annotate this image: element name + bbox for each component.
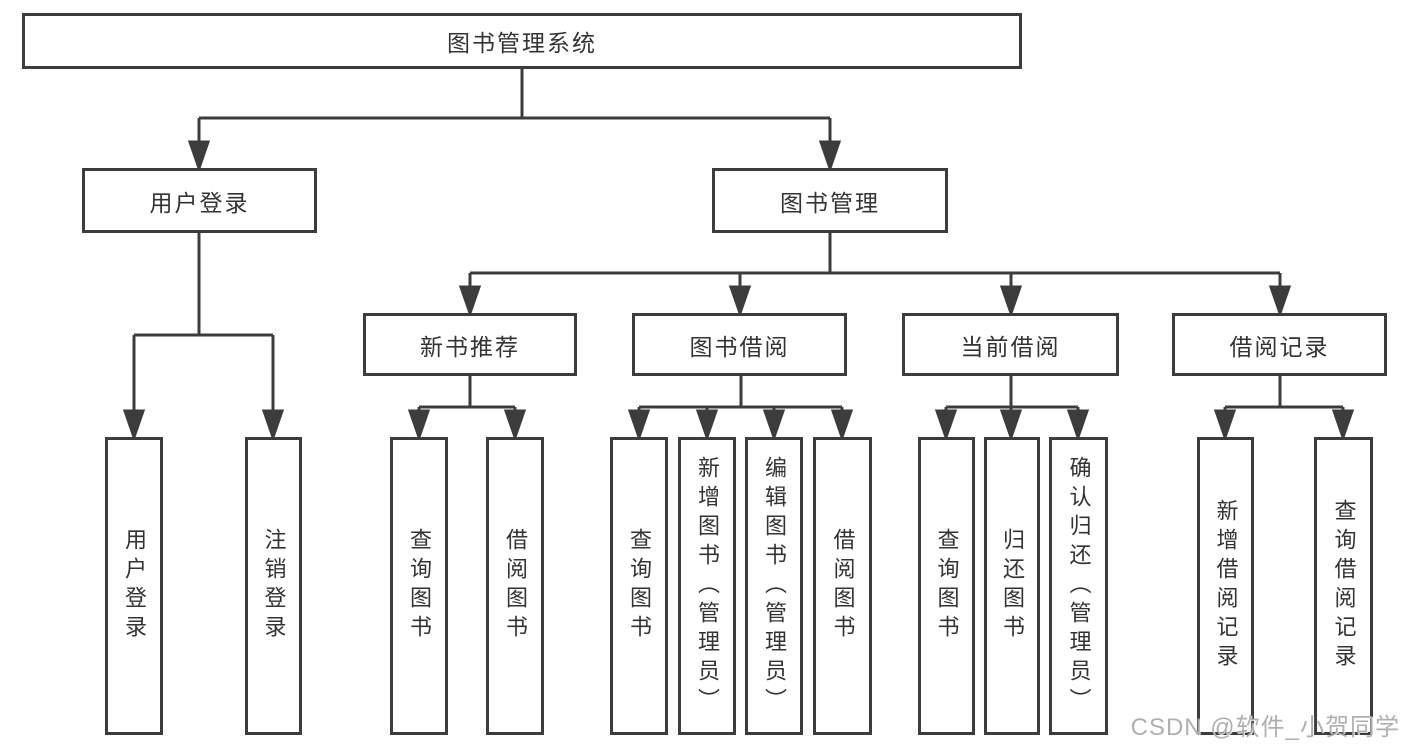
leaf-query-borrow-record-label: 查询借阅记录 [1331,499,1357,673]
leaf-borrowing-query-books: 查询图书 [610,437,668,735]
leaf-add-books-admin: 新增图书（管理员） [678,437,736,735]
arrow-down-icon [999,409,1023,442]
node-user-login-branch: 用户登录 [82,168,317,233]
leaf-recommend-borrow-books-label: 借阅图书 [503,528,528,644]
node-current-borrowing-label: 当前借阅 [960,333,1061,360]
arrow-down-icon [627,409,651,442]
leaf-borrowing-borrow-books: 借阅图书 [813,437,872,735]
arrow-down-icon [122,409,146,442]
leaf-recommend-borrow-books: 借阅图书 [486,437,544,735]
node-root: 图书管理系统 [22,13,1022,69]
leaf-return-books-label: 归还图书 [1000,528,1025,644]
leaf-edit-books-admin-label: 编辑图书（管理员） [762,455,787,717]
arrow-down-icon [728,285,752,318]
arrow-down-icon [1268,285,1292,318]
connector-book-borrowing-to-leaves [627,376,854,442]
leaf-user-login: 用户登录 [105,437,163,735]
leaf-confirm-return-admin-label: 确认归还（管理员） [1066,455,1092,717]
connector-current-borrowing-to-leaves [934,376,1090,442]
connector-book-management-to-sections [458,233,1292,318]
node-borrowing-records-label: 借阅记录 [1229,333,1330,360]
connector-user-login-to-leaves [122,233,285,442]
leaf-edit-books-admin: 编辑图书（管理员） [745,437,803,735]
leaf-current-query-books: 查询图书 [918,437,975,735]
node-root-label: 图书管理系统 [447,30,597,56]
connector-new-book-recommend-to-leaves [407,376,527,442]
leaf-query-borrow-record: 查询借阅记录 [1314,437,1373,735]
leaf-add-borrow-record: 新增借阅记录 [1197,437,1254,735]
node-user-login-branch-label: 用户登录 [149,189,250,216]
arrow-down-icon [407,409,431,442]
arrow-down-icon [261,409,285,442]
node-book-borrowing: 图书借阅 [632,313,847,376]
arrow-down-icon [1213,409,1237,442]
arrow-down-icon [934,409,958,442]
leaf-current-query-books-label: 查询图书 [934,528,960,644]
leaf-return-books: 归还图书 [984,437,1040,735]
node-borrowing-records: 借阅记录 [1172,313,1387,376]
arrow-down-icon [1331,409,1355,442]
leaf-borrowing-query-books-label: 查询图书 [627,528,652,644]
arrow-down-icon [695,409,719,442]
leaf-recommend-query-books-label: 查询图书 [407,528,432,644]
leaf-logout: 注销登录 [245,437,302,735]
node-book-borrowing-label: 图书借阅 [689,333,790,360]
node-book-management: 图书管理 [712,168,948,233]
leaf-logout-label: 注销登录 [261,528,287,644]
arrow-down-icon [762,409,786,442]
connector-root-to-branches [187,69,842,173]
csdn-watermark: CSDN @软件_小贺同学 [1130,714,1400,741]
node-new-book-recommend-label: 新书推荐 [420,333,520,360]
arrow-down-icon [999,285,1023,318]
arrow-down-icon [1066,409,1090,442]
connector-borrowing-records-to-leaves [1213,376,1355,442]
leaf-add-borrow-record-label: 新增借阅记录 [1213,499,1239,673]
arrow-down-icon [503,409,527,442]
node-book-management-label: 图书管理 [780,189,880,216]
leaf-borrowing-borrow-books-label: 借阅图书 [830,528,856,644]
arrow-down-icon [818,140,842,173]
leaf-user-login-label: 用户登录 [122,528,147,644]
node-current-borrowing: 当前借阅 [902,313,1119,376]
leaf-recommend-query-books: 查询图书 [390,437,448,735]
arrow-down-icon [830,409,854,442]
leaf-confirm-return-admin: 确认归还（管理员） [1049,437,1108,735]
node-new-book-recommend: 新书推荐 [363,313,577,376]
leaf-add-books-admin-label: 新增图书（管理员） [695,455,720,717]
arrow-down-icon [187,140,211,173]
arrow-down-icon [458,285,482,318]
